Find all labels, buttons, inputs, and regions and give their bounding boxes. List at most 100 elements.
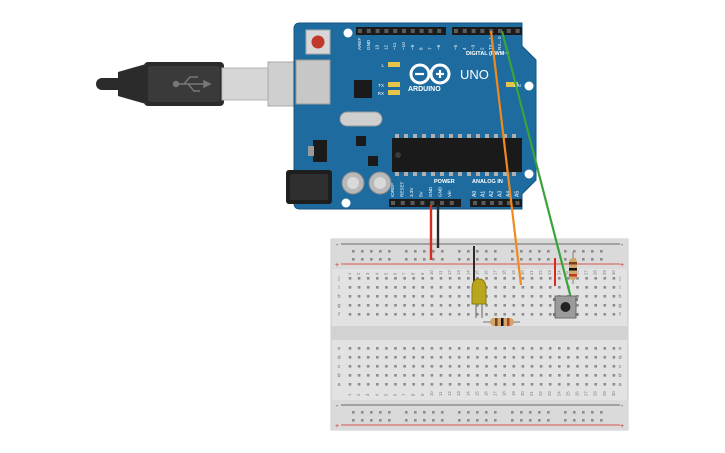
terminal-hole[interactable] — [503, 286, 506, 289]
rail-hole[interactable] — [573, 419, 576, 422]
header-pin[interactable] — [410, 29, 415, 33]
terminal-hole[interactable] — [612, 356, 616, 359]
terminal-hole[interactable] — [439, 286, 443, 289]
rail-hole[interactable] — [432, 258, 435, 261]
terminal-hole[interactable] — [539, 286, 543, 289]
rail-hole[interactable] — [458, 258, 461, 261]
terminal-hole[interactable] — [348, 347, 352, 350]
terminal-hole[interactable] — [530, 277, 534, 280]
terminal-hole[interactable] — [421, 356, 425, 359]
rail-hole[interactable] — [494, 258, 497, 261]
terminal-hole[interactable] — [430, 365, 434, 368]
terminal-hole[interactable] — [485, 277, 488, 280]
header-pin[interactable] — [454, 29, 458, 33]
terminal-hole[interactable] — [403, 304, 406, 307]
header-pin[interactable] — [449, 201, 454, 205]
terminal-hole[interactable] — [403, 295, 406, 298]
terminal-hole[interactable] — [494, 277, 497, 280]
rail-hole[interactable] — [458, 250, 461, 253]
rail-hole[interactable] — [458, 411, 461, 414]
terminal-hole[interactable] — [430, 295, 434, 298]
terminal-hole[interactable] — [421, 277, 425, 280]
terminal-hole[interactable] — [357, 347, 361, 350]
header-pin[interactable] — [393, 29, 398, 33]
rail-hole[interactable] — [352, 411, 355, 414]
rail-hole[interactable] — [564, 250, 567, 253]
terminal-hole[interactable] — [594, 347, 597, 350]
terminal-hole[interactable] — [585, 313, 588, 316]
terminal-hole[interactable] — [485, 304, 488, 307]
terminal-hole[interactable] — [357, 304, 361, 307]
terminal-hole[interactable] — [539, 295, 543, 298]
terminal-hole[interactable] — [403, 313, 406, 316]
rail-hole[interactable] — [600, 411, 603, 414]
terminal-hole[interactable] — [457, 383, 461, 386]
terminal-hole[interactable] — [457, 277, 461, 280]
terminal-hole[interactable] — [357, 365, 361, 368]
terminal-hole[interactable] — [457, 365, 461, 368]
rail-hole[interactable] — [370, 411, 373, 414]
terminal-hole[interactable] — [548, 295, 552, 298]
rail-hole[interactable] — [485, 419, 488, 422]
rail-hole[interactable] — [388, 419, 391, 422]
terminal-hole[interactable] — [394, 347, 397, 350]
terminal-hole[interactable] — [603, 365, 607, 368]
terminal-hole[interactable] — [539, 356, 543, 359]
terminal-hole[interactable] — [439, 356, 443, 359]
terminal-hole[interactable] — [503, 295, 506, 298]
terminal-hole[interactable] — [503, 313, 506, 316]
terminal-hole[interactable] — [394, 304, 397, 307]
terminal-hole[interactable] — [567, 374, 570, 377]
rail-hole[interactable] — [494, 250, 497, 253]
terminal-hole[interactable] — [558, 365, 561, 368]
terminal-hole[interactable] — [467, 277, 470, 280]
terminal-hole[interactable] — [576, 286, 579, 289]
terminal-hole[interactable] — [448, 295, 452, 298]
terminal-hole[interactable] — [521, 347, 525, 350]
rail-hole[interactable] — [547, 250, 550, 253]
terminal-hole[interactable] — [612, 286, 616, 289]
terminal-hole[interactable] — [503, 347, 506, 350]
terminal-hole[interactable] — [448, 383, 452, 386]
terminal-hole[interactable] — [376, 374, 379, 377]
rail-hole[interactable] — [476, 419, 479, 422]
terminal-hole[interactable] — [503, 365, 506, 368]
terminal-hole[interactable] — [357, 277, 361, 280]
terminal-hole[interactable] — [539, 383, 543, 386]
header-pin[interactable] — [358, 29, 362, 33]
terminal-hole[interactable] — [612, 347, 616, 350]
terminal-hole[interactable] — [457, 374, 461, 377]
rail-hole[interactable] — [405, 419, 408, 422]
terminal-hole[interactable] — [430, 277, 434, 280]
header-pin[interactable] — [506, 29, 511, 33]
terminal-hole[interactable] — [585, 347, 588, 350]
terminal-hole[interactable] — [439, 374, 443, 377]
rail-hole[interactable] — [388, 411, 391, 414]
rail-hole[interactable] — [582, 250, 585, 253]
terminal-hole[interactable] — [403, 356, 406, 359]
terminal-hole[interactable] — [467, 304, 470, 307]
terminal-hole[interactable] — [512, 286, 516, 289]
terminal-hole[interactable] — [403, 277, 406, 280]
rail-hole[interactable] — [582, 411, 585, 414]
terminal-hole[interactable] — [366, 374, 370, 377]
rail-hole[interactable] — [520, 250, 523, 253]
rail-hole[interactable] — [441, 411, 444, 414]
terminal-hole[interactable] — [348, 356, 352, 359]
rail-hole[interactable] — [511, 419, 514, 422]
rail-hole[interactable] — [476, 258, 479, 261]
rail-hole[interactable] — [591, 258, 594, 261]
rail-hole[interactable] — [361, 250, 364, 253]
rail-hole[interactable] — [582, 419, 585, 422]
terminal-hole[interactable] — [421, 365, 425, 368]
header-pin[interactable] — [480, 29, 485, 33]
terminal-hole[interactable] — [494, 374, 497, 377]
terminal-hole[interactable] — [348, 286, 352, 289]
terminal-hole[interactable] — [539, 304, 543, 307]
terminal-hole[interactable] — [448, 365, 452, 368]
terminal-hole[interactable] — [376, 286, 379, 289]
rail-hole[interactable] — [511, 411, 514, 414]
header-pin[interactable] — [507, 201, 511, 205]
rail-hole[interactable] — [591, 250, 594, 253]
terminal-hole[interactable] — [366, 383, 370, 386]
